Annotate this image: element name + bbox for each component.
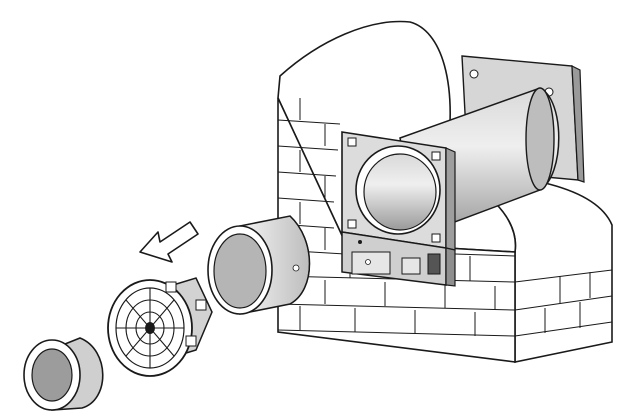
brick-courses-side xyxy=(514,269,613,337)
disassembly-arrow xyxy=(139,221,199,263)
mounting-plate xyxy=(341,131,456,251)
outer-sleeve xyxy=(23,337,104,411)
fan-module xyxy=(107,277,213,377)
filter-cartridge xyxy=(207,215,311,315)
control-unit xyxy=(341,231,456,287)
